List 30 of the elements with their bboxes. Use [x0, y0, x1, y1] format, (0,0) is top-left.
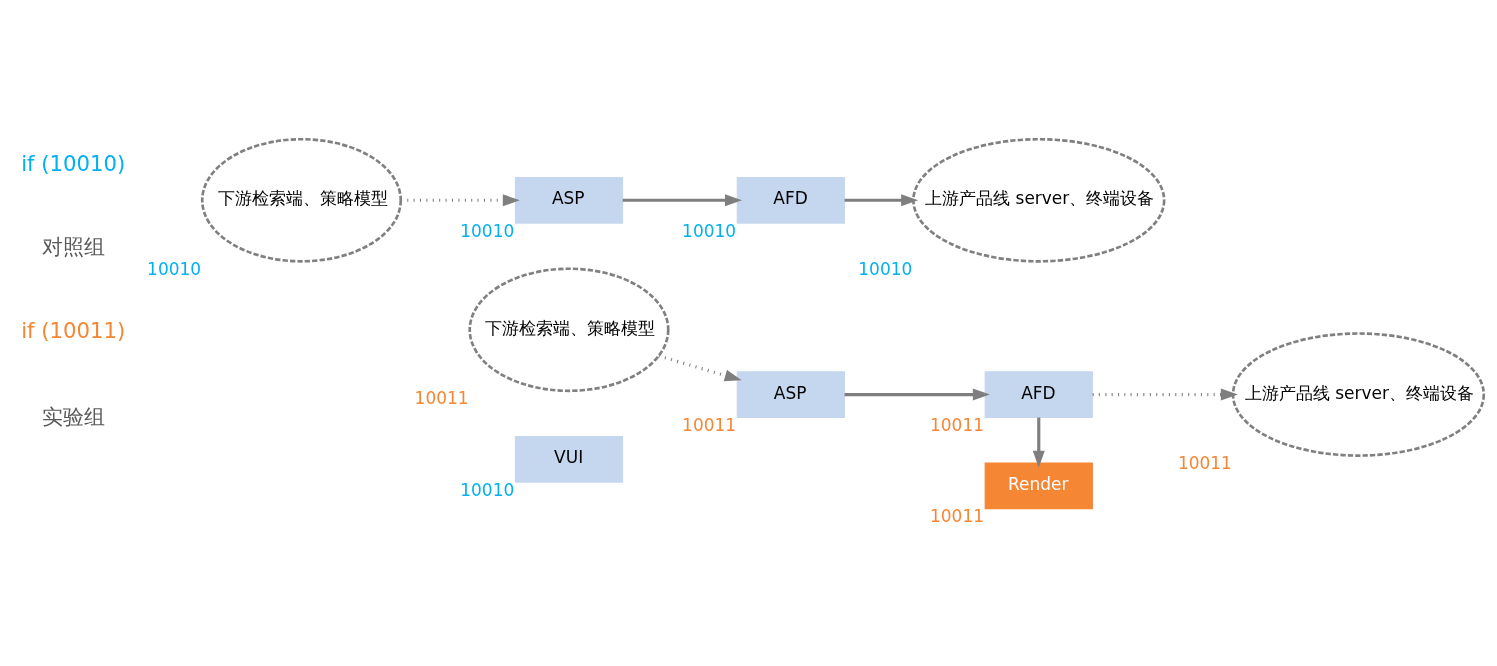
- node-ellipse: 上游产品线 server、终端设备: [912, 137, 1166, 263]
- arrow: [1032, 417, 1045, 468]
- node-box: AFD: [736, 176, 845, 224]
- node-label: 10010: [682, 220, 737, 241]
- arrow: [844, 388, 990, 400]
- arrow: [622, 193, 742, 206]
- node-label: 10011: [414, 387, 469, 408]
- node-box: ASP: [514, 176, 624, 224]
- node-ellipse: 上游产品线 server、终端设备: [1231, 331, 1486, 457]
- node-box: ASP: [736, 370, 845, 418]
- node-ellipse: 下游检索端、策略模型: [468, 266, 670, 392]
- node-box: Render: [984, 461, 1093, 509]
- node-label: 10011: [682, 414, 737, 435]
- node-label: 10010: [858, 258, 913, 279]
- node-label: 10011: [930, 505, 985, 526]
- node-ellipse: 下游检索端、策略模型: [200, 137, 403, 263]
- node-label: 10011: [1177, 452, 1232, 473]
- node-label: 10010: [460, 220, 515, 241]
- label: if (10011): [21, 317, 126, 343]
- label: if (10010): [21, 150, 126, 176]
- arrow: [844, 193, 919, 206]
- node-box: AFD: [984, 370, 1093, 418]
- arrow: [1092, 388, 1238, 400]
- node-label: 10011: [930, 414, 985, 435]
- label: 实验组: [41, 403, 105, 429]
- node-label: 10010: [460, 479, 515, 500]
- arrow: [658, 353, 742, 381]
- node-box: VUI: [514, 435, 624, 483]
- label: 对照组: [41, 233, 105, 259]
- node-label: 10010: [147, 258, 202, 279]
